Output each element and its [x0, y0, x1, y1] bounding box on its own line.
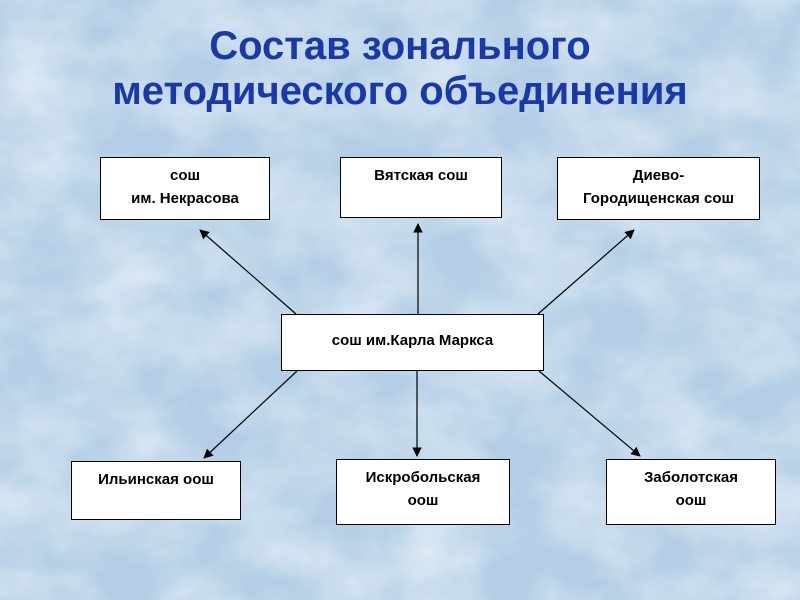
node-zabolotskaya-oosh: Заболотская оош — [606, 459, 776, 525]
arrow-to-nekrasova — [199, 229, 297, 315]
node-vyatskaya-sosh: Вятская сош — [340, 157, 502, 218]
node-ilinskaya-oosh: Ильинская оош — [71, 461, 241, 520]
node-sosh-karla-marksa: сош им.Карла Маркса — [281, 314, 544, 371]
arrow-to-ilinskaya — [203, 370, 298, 459]
node-dievo-gorodishchenskaya-sosh: Диево- Городищенская сош — [557, 157, 760, 220]
arrow-to-zabolotskaya — [538, 370, 641, 457]
node-iskrobolskaya-oosh: Искробольская оош — [336, 459, 510, 525]
slide-title: Состав зонального методического объедине… — [112, 24, 688, 113]
arrow-to-dievo — [537, 229, 635, 315]
node-sosh-nekrasova: сош им. Некрасова — [100, 157, 270, 220]
